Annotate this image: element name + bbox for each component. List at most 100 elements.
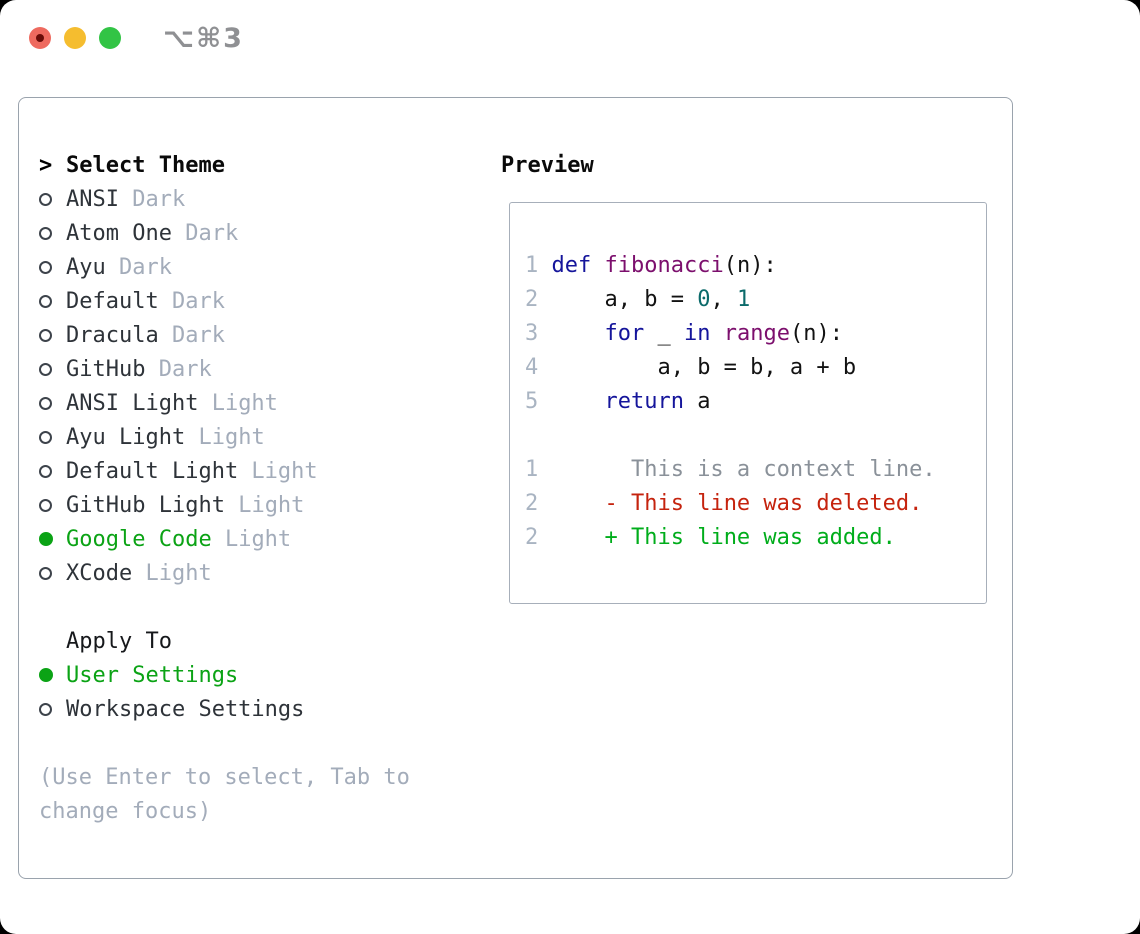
code-segment-add: + This line was added. (604, 525, 896, 550)
preview-line-number: 1 (525, 457, 539, 482)
radio-unselected-icon (39, 260, 52, 274)
code-segment-pln: , (710, 287, 737, 312)
theme-item-label: GitHub Light (66, 492, 225, 518)
theme-item-ansi[interactable]: ANSI Dark (39, 182, 410, 216)
preview-line: 3 for _ in range(n): (525, 317, 986, 351)
radio-unselected-icon (39, 464, 52, 478)
radio-selected-icon (39, 668, 53, 682)
radio-unselected-icon (39, 192, 52, 206)
radio-selected-icon (39, 532, 53, 546)
radio-unselected-icon (39, 294, 52, 308)
theme-item-variant: Dark (105, 254, 172, 280)
close-button[interactable] (29, 27, 51, 49)
code-segment-lit: 0 (697, 287, 711, 312)
radio-unselected-icon (39, 702, 52, 716)
theme-item-label: Dracula (66, 322, 159, 348)
code-segment-pln (538, 389, 604, 414)
ring-holder (39, 362, 66, 376)
theme-item-label: XCode (66, 560, 133, 586)
theme-item-ayu[interactable]: Ayu Dark (39, 250, 410, 284)
apply-to-title: Apply To (39, 624, 410, 658)
ring-holder (39, 294, 66, 308)
theme-item-google-code[interactable]: Google Code Light (39, 522, 410, 556)
theme-item-xcode[interactable]: XCode Light (39, 556, 410, 590)
code-segment-pln: a, b = b, a + b (538, 355, 857, 380)
code-segment-pln (710, 321, 723, 346)
theme-item-label: Ayu Light (66, 424, 186, 450)
help-text-line-2: change focus) (39, 798, 212, 824)
theme-item-ansi-light[interactable]: ANSI Light Light (39, 386, 410, 420)
theme-item-variant: Light (224, 492, 305, 518)
minimize-button[interactable] (64, 27, 86, 49)
preview-line-number: 2 (525, 525, 539, 550)
radio-unselected-icon (39, 498, 52, 512)
chev-holder: > (39, 153, 66, 178)
code-segment-kwd: for (604, 321, 645, 346)
theme-item-label: Google Code (66, 526, 212, 552)
preview-title: Preview (501, 152, 594, 178)
theme-item-label: Ayu (66, 254, 106, 280)
code-segment-pln (591, 253, 604, 278)
apply-option-user-settings[interactable]: User Settings (39, 658, 410, 692)
theme-menu-title: >Select Theme (39, 148, 410, 182)
preview-line-number: 2 (525, 287, 539, 312)
theme-item-label: Default Light (66, 458, 239, 484)
spacer-row (39, 726, 410, 760)
preview-line: 5 return a (525, 385, 986, 419)
code-segment-kwd: in (683, 321, 711, 346)
theme-item-default-light[interactable]: Default Light Light (39, 454, 410, 488)
preview-line: 2 + This line was added. (525, 521, 986, 555)
preview-line-number: 2 (525, 491, 539, 516)
radio-unselected-icon (39, 396, 52, 410)
ring-holder (39, 260, 66, 274)
theme-item-default[interactable]: Default Dark (39, 284, 410, 318)
ring-holder (39, 226, 66, 240)
close-dot-icon (36, 34, 44, 42)
preview-line (525, 419, 986, 453)
preview-line-number: 5 (525, 389, 539, 414)
zoom-button[interactable] (99, 27, 121, 49)
theme-item-label: ANSI Light (66, 390, 199, 416)
apply-option-label: Workspace Settings (66, 696, 305, 722)
ring-holder (39, 192, 66, 206)
code-segment-pln: (n): (789, 321, 843, 346)
apply-option-label: User Settings (66, 662, 239, 688)
preview-line: 4 a, b = b, a + b (525, 351, 986, 385)
radio-unselected-icon (39, 328, 52, 342)
code-segment-pln: a, b = (538, 287, 698, 312)
theme-item-dracula[interactable]: Dracula Dark (39, 318, 410, 352)
theme-item-variant: Dark (171, 220, 239, 246)
ring-holder (39, 396, 66, 410)
code-segment-del: - This line was deleted. (604, 491, 923, 516)
theme-item-variant: Dark (158, 322, 225, 348)
preview-line: 1 This is a context line. (525, 453, 986, 487)
theme-item-variant: Light (185, 424, 265, 450)
ring-filled-holder (39, 532, 66, 546)
code-segment-pln (538, 525, 604, 550)
code-segment-pln: a (683, 389, 711, 414)
theme-item-github[interactable]: GitHub Dark (39, 352, 410, 386)
code-segment-typ: range (723, 321, 790, 346)
theme-item-ayu-light[interactable]: Ayu Light Light (39, 420, 410, 454)
titlebar-traffic-lights (29, 27, 121, 49)
theme-item-atom-one[interactable]: Atom One Dark (39, 216, 410, 250)
radio-unselected-icon (39, 566, 52, 580)
code-segment-kwd: def (551, 253, 592, 278)
code-segment-pln (538, 253, 551, 278)
theme-item-variant: Dark (118, 186, 186, 212)
theme-item-variant: Dark (145, 356, 212, 382)
ring-filled-holder (39, 668, 66, 682)
theme-item-label: Atom One (66, 220, 172, 246)
apply-option-workspace-settings[interactable]: Workspace Settings (39, 692, 410, 726)
code-segment-pln (538, 491, 604, 516)
code-segment-pln: (n): (723, 253, 777, 278)
theme-item-variant: Light (132, 560, 212, 586)
preview-line: 2 - This line was deleted. (525, 487, 986, 521)
prompt-chevron-icon: > (39, 152, 53, 178)
theme-item-github-light[interactable]: GitHub Light Light (39, 488, 410, 522)
